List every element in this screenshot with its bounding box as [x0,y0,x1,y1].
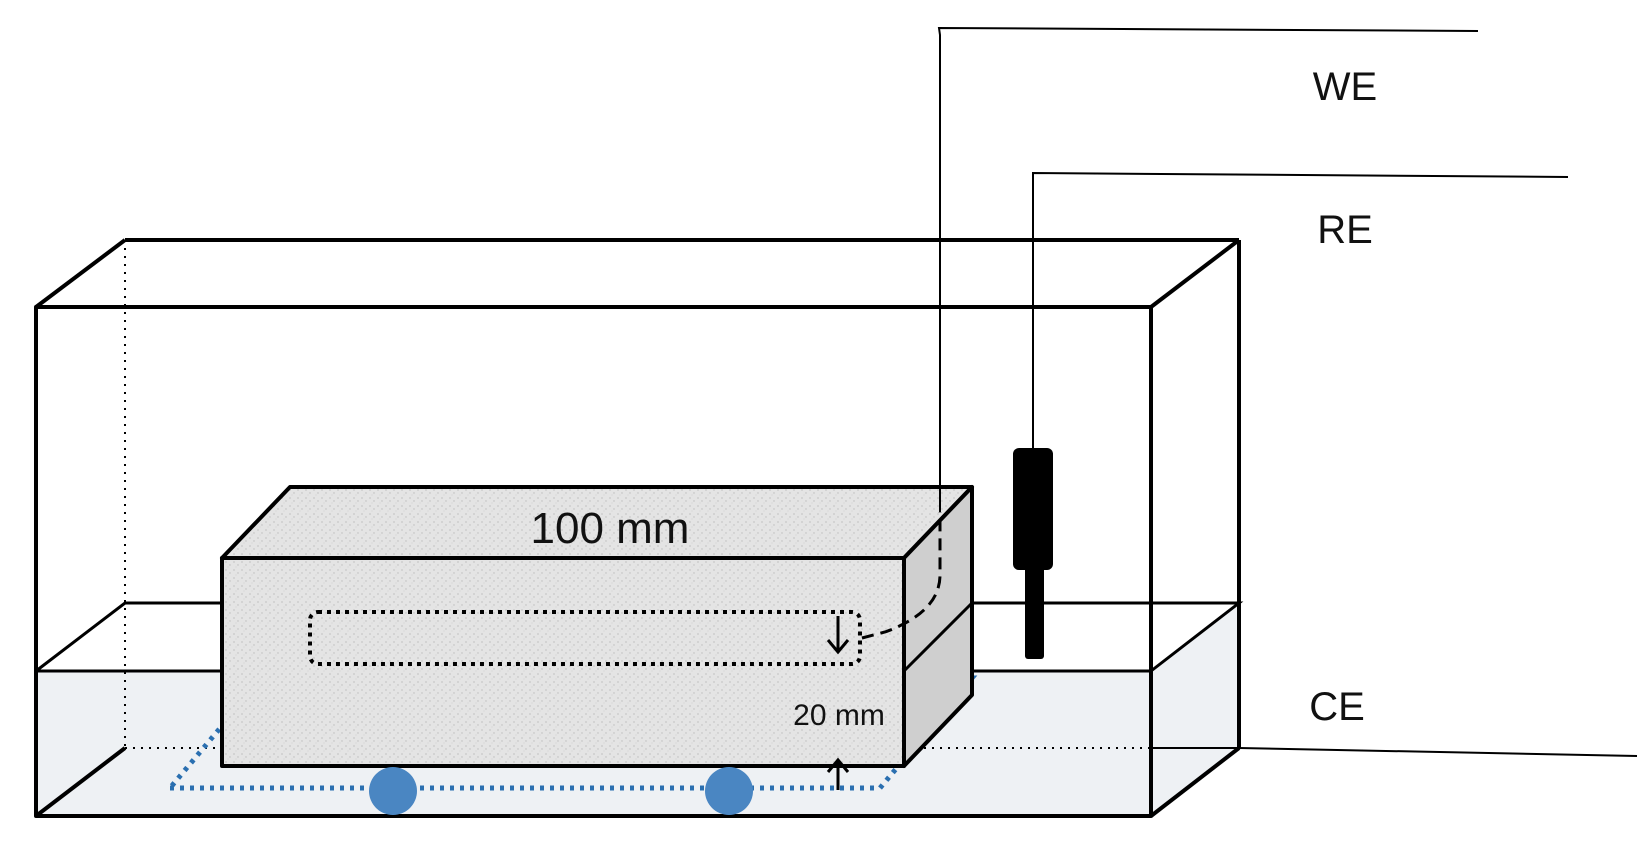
cover-depth-arrows [826,616,850,790]
water-line-on-specimen [902,601,974,673]
length-label: 100 mm [531,504,690,553]
re-label: RE [1317,208,1373,252]
reference-electrode [1013,171,1569,659]
counter-electrode-wire [1151,747,1638,757]
specimen-supports [369,767,753,815]
we-label: WE [1313,65,1377,109]
working-electrode-wire [861,26,1479,640]
glass-tank [34,238,1241,818]
ce-label: CE [1309,685,1365,729]
cover-depth-label: 20 mm [793,699,885,732]
